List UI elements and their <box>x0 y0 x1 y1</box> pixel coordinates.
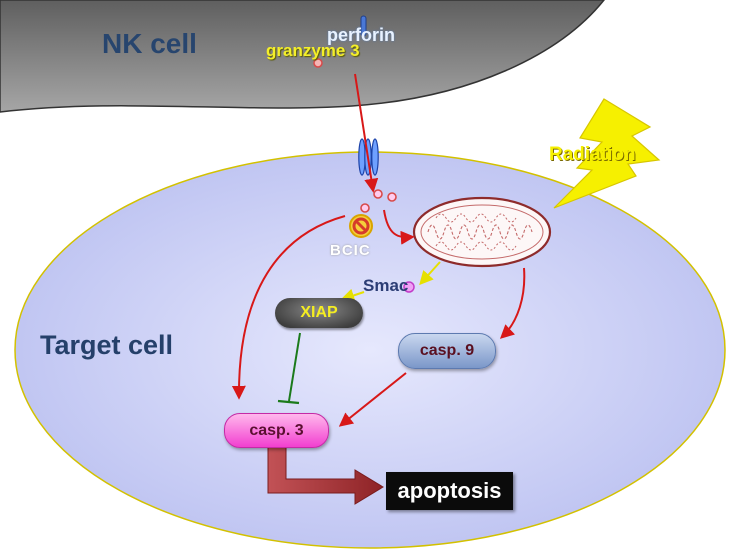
casp3-to-apoptosis-arrow <box>267 446 384 505</box>
mitochondrion-icon <box>412 196 552 268</box>
smac-release-arrow <box>419 261 441 286</box>
smac-to-xiap-arrow <box>340 288 365 303</box>
granzyme-molecule-icon <box>373 189 383 199</box>
bcl-label: BCIC <box>330 242 371 259</box>
xiap-inhibition-line <box>277 332 301 405</box>
granzyme-entry-arrow <box>354 73 379 193</box>
smac-label: Smac <box>363 276 409 295</box>
granzyme-molecule-icon <box>387 192 397 202</box>
mitochondria-to-casp9-arrow <box>499 267 526 339</box>
casp9-node: casp. 9 <box>398 333 496 369</box>
perforin-icon <box>360 15 367 37</box>
granzyme-molecule-icon <box>360 203 370 213</box>
granzyme-label: granzyme 3 <box>266 41 360 60</box>
target-cell-label: Target cell <box>40 330 174 360</box>
nk-cell-label: NK cell <box>102 28 197 59</box>
granzyme-molecule-icon <box>313 58 323 68</box>
radiation-label: Radiation <box>549 144 636 165</box>
casp3-node: casp. 3 <box>224 413 329 448</box>
prohibited-icon <box>349 214 373 238</box>
perforin-label: perforin <box>327 25 396 45</box>
granzyme-to-casp3-arrow <box>231 215 346 400</box>
smac-molecule-icon <box>403 281 415 293</box>
granzyme-to-mitochondria-arrow <box>383 209 415 245</box>
nk-cell-membrane <box>0 0 605 113</box>
xiap-node: XIAP <box>275 298 363 328</box>
apoptosis-node: apoptosis <box>386 472 513 510</box>
casp9-to-casp3-arrow <box>338 372 407 427</box>
lightning-icon <box>553 98 661 209</box>
